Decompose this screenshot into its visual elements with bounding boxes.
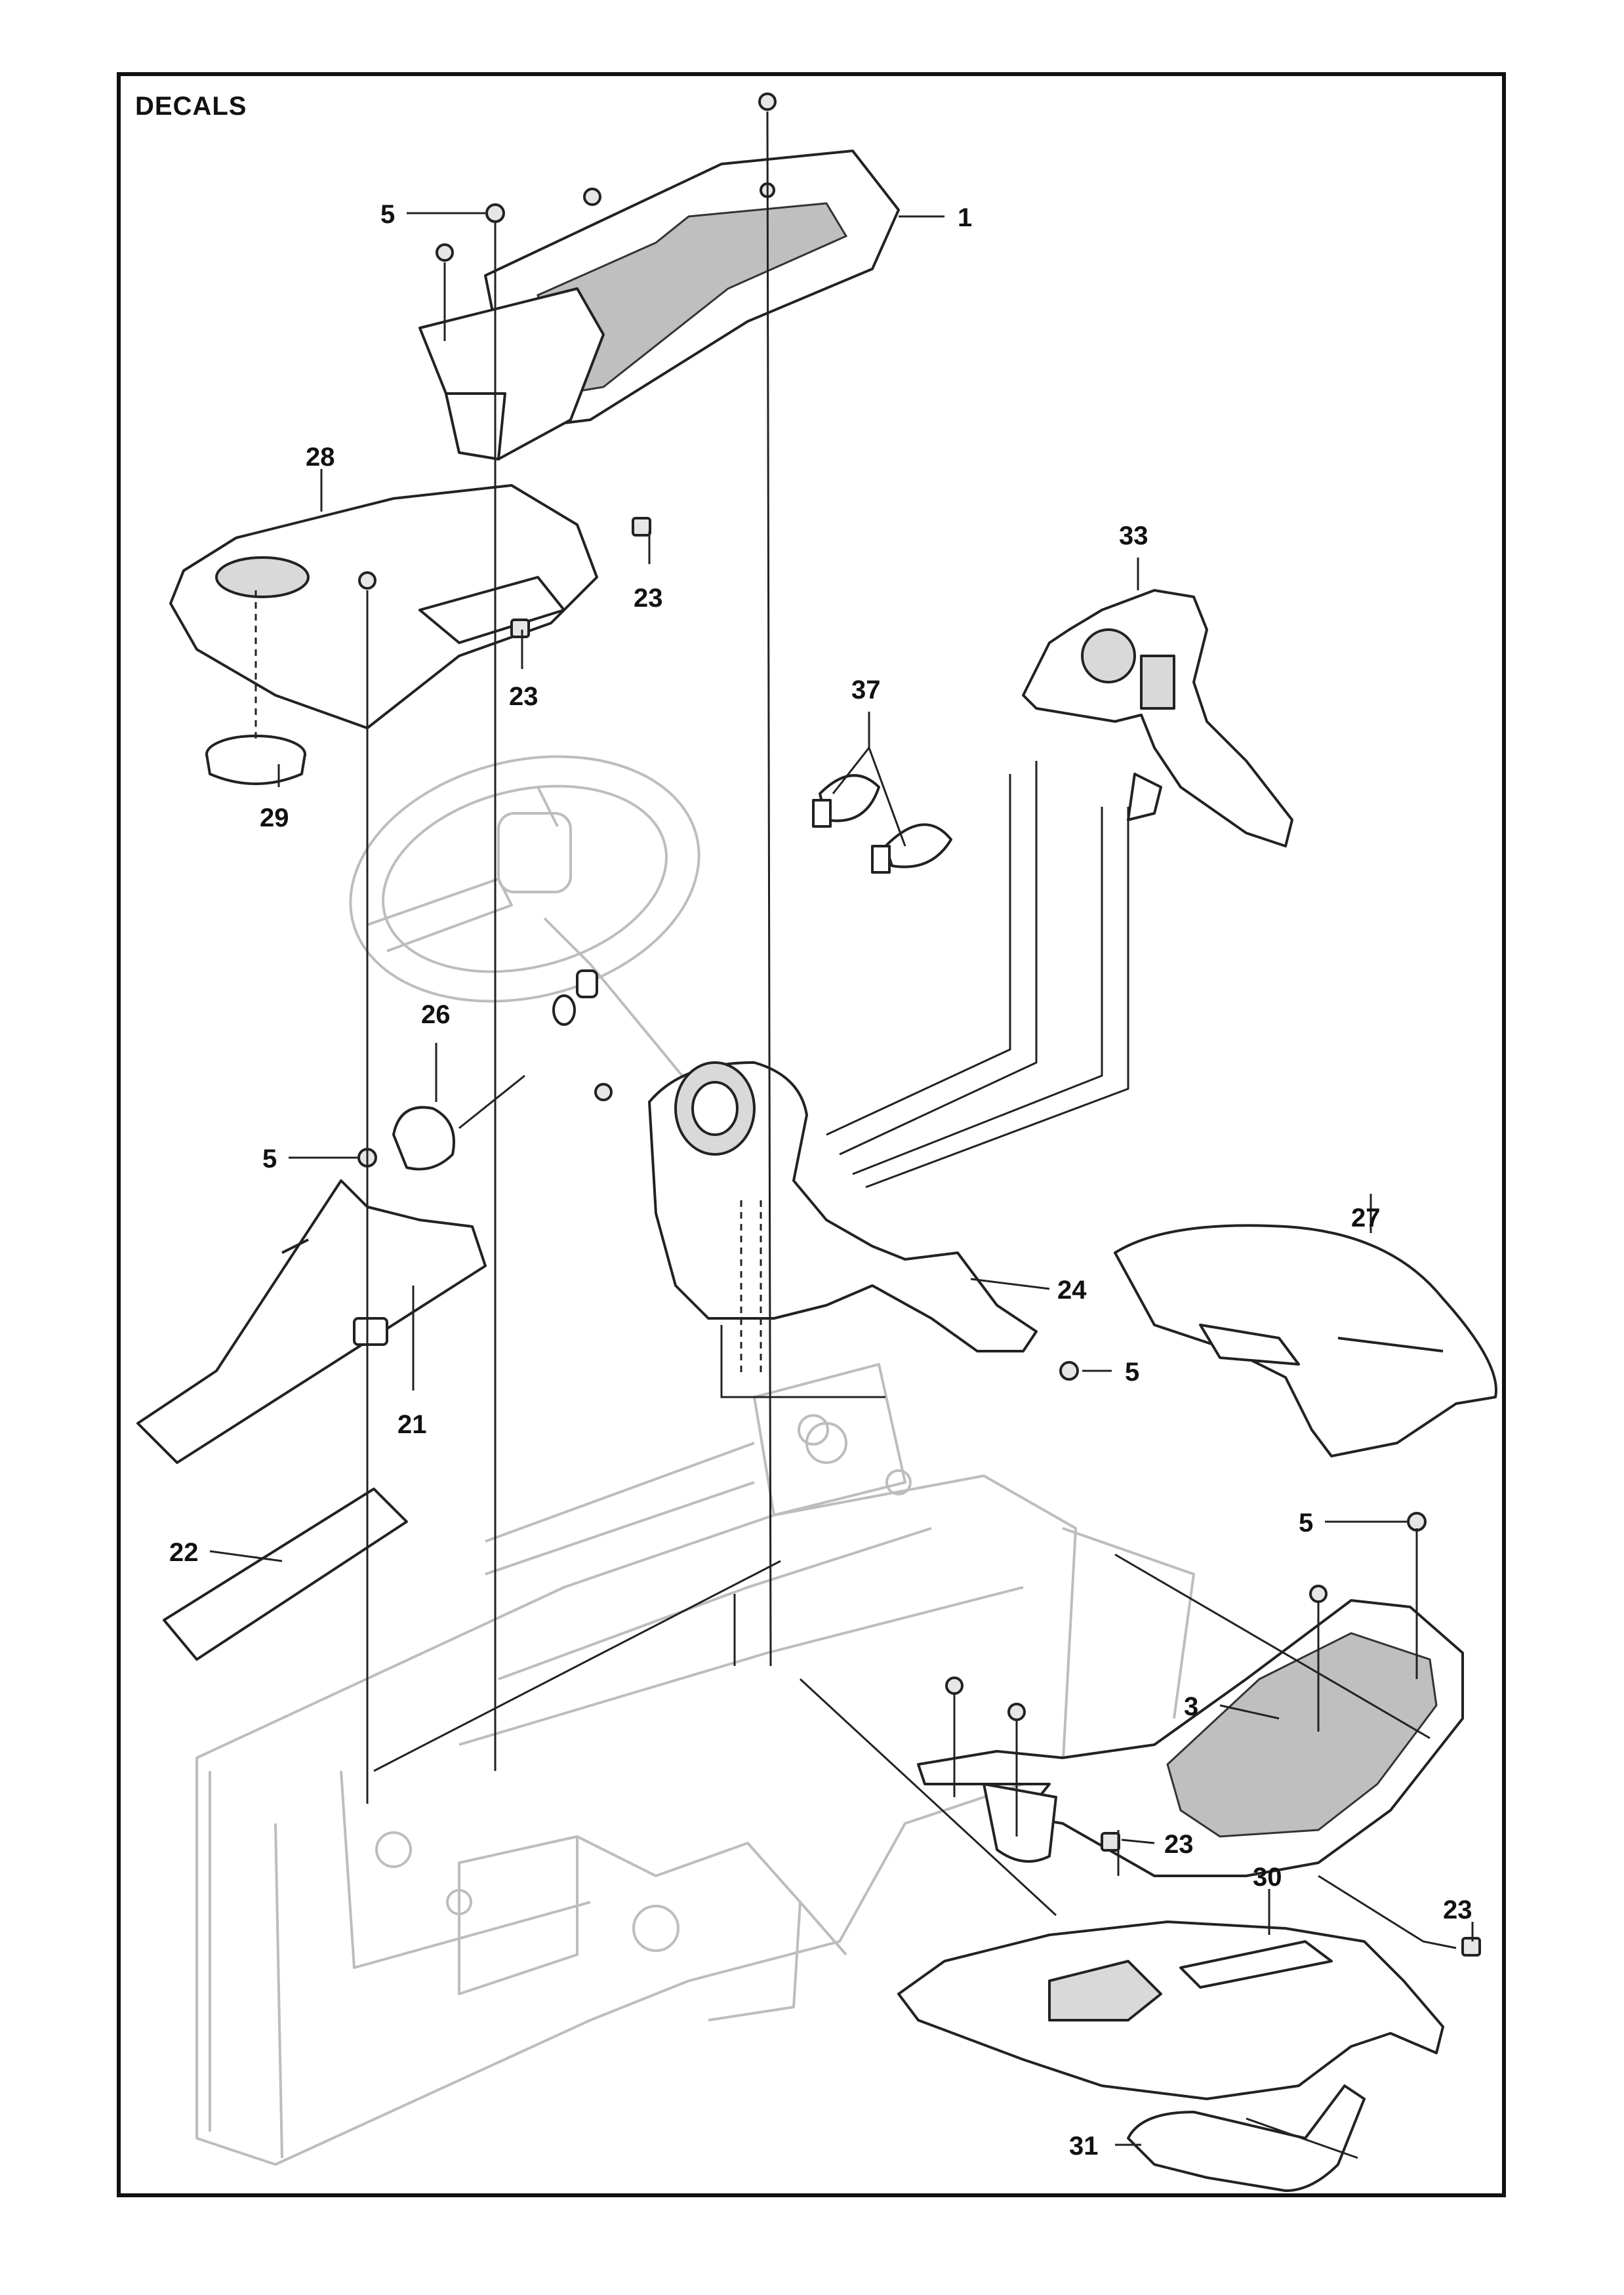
callout-labels: 1 3 5 5 5 5 21 22 23 23 23 23 24 26 27 2… [169, 200, 1472, 2161]
part-22-decal-strip [163, 1488, 408, 1661]
part-30-lower-right-shroud [897, 1920, 1444, 2100]
callout-22: 22 [169, 1538, 199, 1567]
callout-33: 33 [1119, 521, 1148, 550]
diagram-frame [117, 72, 1506, 2197]
part-1-top-console-panel [418, 150, 900, 460]
chassis-frame-ghost [195, 1363, 1195, 2166]
fasteners [357, 92, 1481, 1957]
part-31-side-trim [1127, 2084, 1366, 2192]
part-21-left-floor-panel [136, 1179, 487, 1464]
callout-5-center: 5 [1125, 1358, 1139, 1387]
callout-27: 27 [1351, 1204, 1381, 1232]
callout-1: 1 [958, 203, 972, 232]
callout-37: 37 [851, 676, 881, 704]
part-26-knob-spring [392, 969, 598, 1171]
callout-26: 26 [421, 1000, 451, 1029]
callout-24: 24 [1057, 1276, 1087, 1305]
steering-wheel-ghost [349, 755, 700, 1077]
callout-21: 21 [397, 1410, 427, 1439]
callout-3: 3 [1184, 1692, 1198, 1721]
callout-30: 30 [1253, 1863, 1282, 1892]
part-37-bulbs [812, 774, 952, 874]
part-29-cup-ring [205, 735, 306, 785]
diagram-title: DECALS [135, 92, 247, 121]
callout-23-lower-left: 23 [1164, 1830, 1194, 1859]
callout-31: 31 [1069, 2132, 1099, 2161]
callout-5-top: 5 [380, 200, 395, 229]
callout-28: 28 [306, 443, 335, 472]
callout-29: 29 [260, 803, 289, 832]
part-24-steering-column-cover [648, 1061, 1038, 1352]
leader-lines [209, 212, 1474, 2146]
callout-5-left: 5 [262, 1145, 277, 1173]
callout-23-mid: 23 [509, 682, 538, 711]
part-27-rear-fender-cover [1114, 1224, 1497, 1457]
part-28-left-shroud [169, 484, 598, 729]
part-3-right-console-panel [917, 1599, 1464, 1877]
callout-23-top: 23 [634, 584, 663, 613]
assembly-lines [254, 111, 1457, 2159]
callout-23-lower-right: 23 [1443, 1896, 1472, 1924]
callout-5-right: 5 [1299, 1509, 1313, 1537]
part-33-dash-pod [1022, 589, 1293, 847]
